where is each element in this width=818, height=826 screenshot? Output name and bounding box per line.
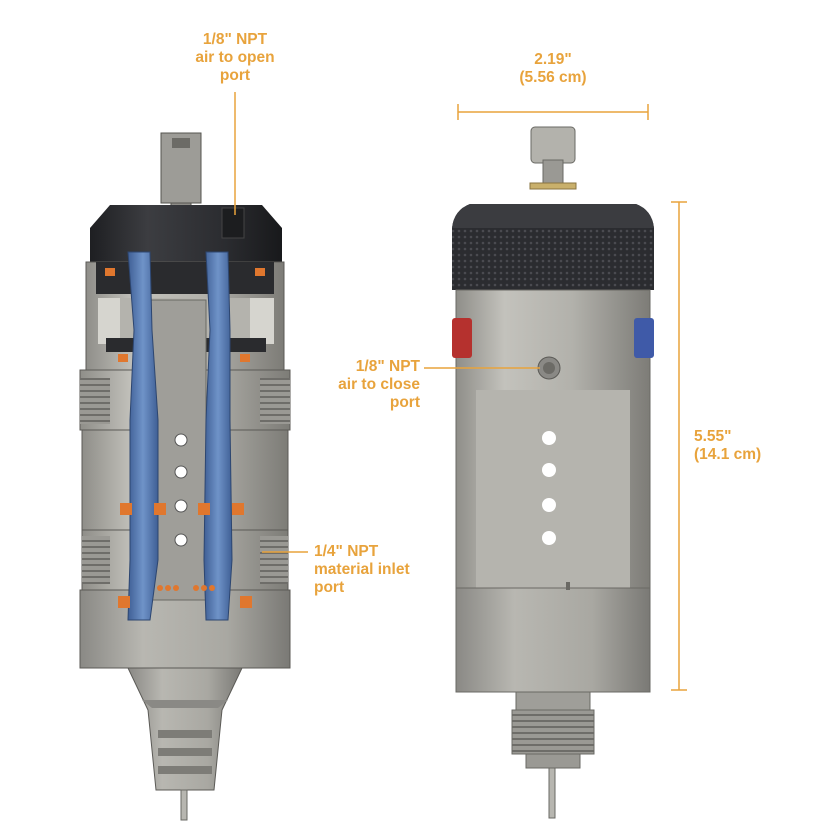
material-inlet-line3: port bbox=[314, 579, 345, 596]
material-inlet-line1: 1/4" NPT bbox=[314, 543, 379, 560]
height-imperial: 5.55" bbox=[694, 428, 732, 445]
width-dimension-label: 2.19" (5.56 cm) bbox=[503, 51, 603, 87]
air-close-line2: air to close bbox=[338, 376, 420, 393]
width-imperial: 2.19" bbox=[534, 51, 572, 68]
width-metric: (5.56 cm) bbox=[519, 69, 587, 86]
air-open-line1: 1/8" NPT bbox=[202, 31, 268, 48]
material-inlet-line2: material inlet bbox=[314, 561, 410, 578]
material-inlet-port-label: 1/4" NPT material inlet port bbox=[314, 543, 444, 597]
air-open-line2: air to open bbox=[195, 49, 275, 66]
cross-section-view bbox=[79, 132, 291, 821]
height-dimension-line bbox=[671, 201, 687, 691]
exterior-view bbox=[452, 126, 654, 819]
air-open-line3: port bbox=[219, 67, 251, 84]
air-close-port-label: 1/8" NPT air to close port bbox=[310, 358, 420, 412]
width-dimension-line bbox=[457, 104, 649, 120]
air-open-port-label: 1/8" NPT air to open port bbox=[185, 31, 285, 85]
height-metric: (14.1 cm) bbox=[694, 446, 762, 463]
air-close-line1: 1/8" NPT bbox=[355, 358, 420, 375]
height-dimension-label: 5.55" (14.1 cm) bbox=[694, 428, 794, 464]
air-close-line3: port bbox=[389, 394, 420, 411]
